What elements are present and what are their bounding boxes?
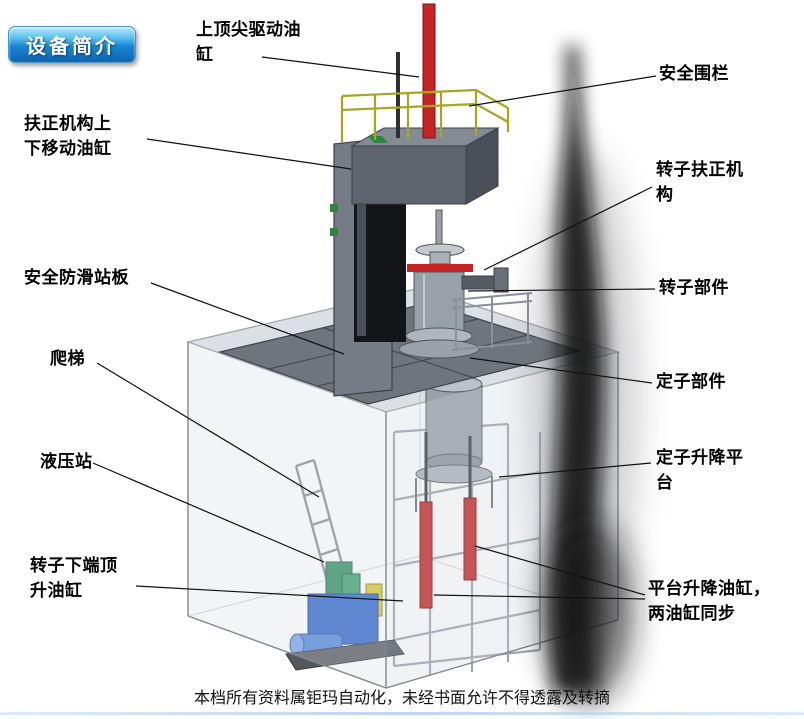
leader-rotor-centering [483, 186, 653, 271]
stator-assembly [415, 375, 493, 512]
label-rotor-centering: 转子扶正机 构 [656, 160, 744, 204]
label-hydraulic-station: 液压站 [40, 452, 93, 471]
leader-lines [92, 56, 657, 602]
title-badge-label: 设备简介 [26, 36, 118, 58]
rotor-stand [451, 292, 533, 351]
shadow-smudge [530, 46, 640, 702]
pit-interior [285, 375, 542, 676]
label-centering-cylinder: 扶正机构上 下移动油缸 [24, 114, 112, 158]
leader-rotor-jack [135, 585, 404, 602]
label-platform-lift-cylinders: 平台升降油缸， 两油缸同步 [648, 579, 771, 623]
leader-platform-cyl-a [474, 545, 646, 596]
leader-anti-slip [150, 282, 345, 355]
title-badge: 设备简介 [8, 26, 136, 63]
label-ladder: 爬梯 [50, 349, 85, 368]
safety-fence [340, 88, 510, 142]
label-safety-fence: 安全围栏 [659, 64, 729, 83]
label-rotor-bottom-jack: 转子下端顶 升油缸 [30, 556, 118, 600]
label-rotor-part: 转子部件 [659, 278, 729, 297]
leader-hydraulic [92, 462, 325, 563]
leader-rotor-part [467, 288, 656, 292]
leader-centering-cylinder [146, 138, 352, 170]
bottom-divider [0, 712, 804, 715]
top-drive-cylinder [396, 3, 436, 139]
leader-safety-fence [468, 75, 657, 107]
label-stator-lift-platform: 定子升降平 台 [656, 448, 744, 492]
label-top-drive-cylinder: 上顶尖驱动油 缸 [196, 20, 301, 64]
platform-lift-cylinders [419, 432, 477, 609]
leader-stator-part [469, 357, 653, 384]
label-anti-slip-platform: 安全防滑站板 [24, 268, 129, 287]
leader-top-cylinder [261, 56, 420, 78]
leader-stator-lift [498, 462, 652, 478]
hydraulic-station [285, 561, 405, 671]
label-stator-part: 定子部件 [656, 372, 726, 391]
leader-ladder [96, 362, 320, 498]
leader-platform-cyl-b [433, 594, 646, 600]
footer-note: 本档所有资料属钜玛自动化，未经书面允许不得透露及转摘 [193, 690, 610, 707]
